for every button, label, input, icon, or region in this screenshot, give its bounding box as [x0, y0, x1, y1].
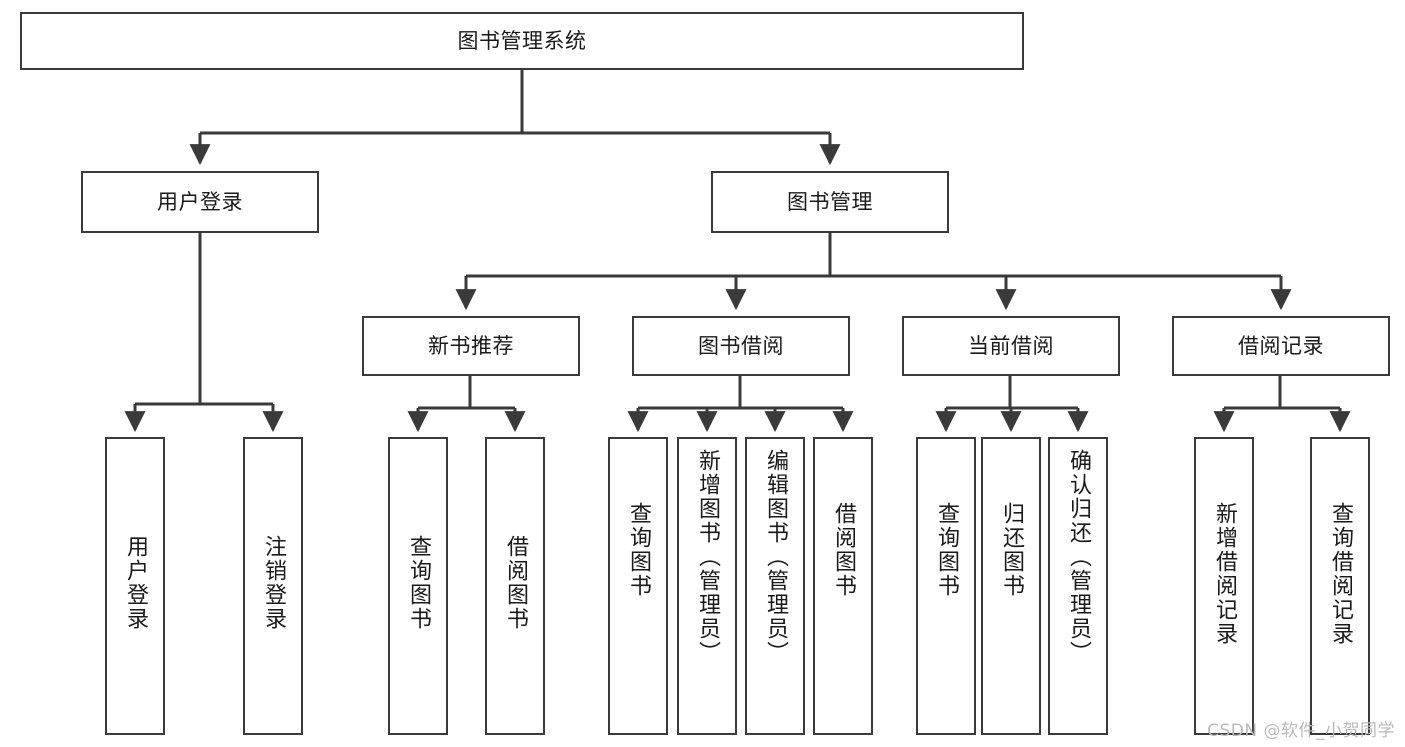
node-leaf-edit-book[interactable]: 编辑图书（管理员） — [745, 437, 805, 735]
node-leaf-edit-book-label: 编辑图书（管理员） — [763, 449, 788, 665]
node-borrow-record[interactable]: 借阅记录 — [1172, 316, 1390, 376]
node-leaf-query-record-label: 查询借阅记录 — [1328, 502, 1353, 646]
node-book-manage-label: 图书管理 — [787, 189, 873, 214]
node-leaf-add-book-label: 新增图书（管理员） — [695, 449, 720, 665]
node-borrow-record-label: 借阅记录 — [1238, 333, 1324, 358]
node-current-borrow-label: 当前借阅 — [968, 333, 1054, 358]
node-leaf-query-book-3[interactable]: 查询图书 — [916, 437, 976, 735]
node-leaf-query-book-2-label: 查询图书 — [626, 502, 651, 598]
node-leaf-query-record[interactable]: 查询借阅记录 — [1310, 437, 1370, 735]
node-leaf-return-book[interactable]: 归还图书 — [981, 437, 1041, 735]
node-leaf-user-login-label: 用户登录 — [123, 535, 148, 631]
node-leaf-user-login[interactable]: 用户登录 — [105, 437, 165, 735]
node-current-borrow[interactable]: 当前借阅 — [902, 316, 1120, 376]
node-root-label: 图书管理系统 — [457, 28, 587, 53]
node-leaf-borrow-book-1[interactable]: 借阅图书 — [485, 437, 545, 735]
node-leaf-add-book[interactable]: 新增图书（管理员） — [677, 437, 737, 735]
node-leaf-add-record-label: 新增借阅记录 — [1212, 502, 1237, 646]
node-user-login-label: 用户登录 — [157, 189, 243, 214]
node-leaf-borrow-book-2[interactable]: 借阅图书 — [813, 437, 873, 735]
node-new-book-rec[interactable]: 新书推荐 — [362, 316, 580, 376]
node-root[interactable]: 图书管理系统 — [20, 12, 1024, 70]
node-leaf-borrow-book-2-label: 借阅图书 — [831, 502, 856, 598]
node-book-borrow[interactable]: 图书借阅 — [632, 316, 850, 376]
node-new-book-rec-label: 新书推荐 — [428, 333, 514, 358]
node-leaf-query-book-3-label: 查询图书 — [934, 502, 959, 598]
node-leaf-query-book-1-label: 查询图书 — [406, 535, 431, 631]
node-leaf-add-record[interactable]: 新增借阅记录 — [1194, 437, 1254, 735]
node-leaf-return-book-label: 归还图书 — [999, 502, 1024, 598]
node-leaf-logout-label: 注销登录 — [261, 535, 286, 631]
node-leaf-borrow-book-1-label: 借阅图书 — [503, 535, 528, 631]
node-book-borrow-label: 图书借阅 — [698, 333, 784, 358]
node-leaf-logout[interactable]: 注销登录 — [243, 437, 303, 735]
node-book-manage[interactable]: 图书管理 — [711, 171, 949, 233]
watermark-text: CSDN @软件_小贺同学 — [1207, 721, 1395, 741]
node-leaf-query-book-2[interactable]: 查询图书 — [608, 437, 668, 735]
node-leaf-query-book-1[interactable]: 查询图书 — [388, 437, 448, 735]
node-user-login[interactable]: 用户登录 — [81, 171, 319, 233]
node-leaf-confirm-return-label: 确认归还（管理员） — [1066, 449, 1091, 665]
node-leaf-confirm-return[interactable]: 确认归还（管理员） — [1048, 437, 1108, 735]
